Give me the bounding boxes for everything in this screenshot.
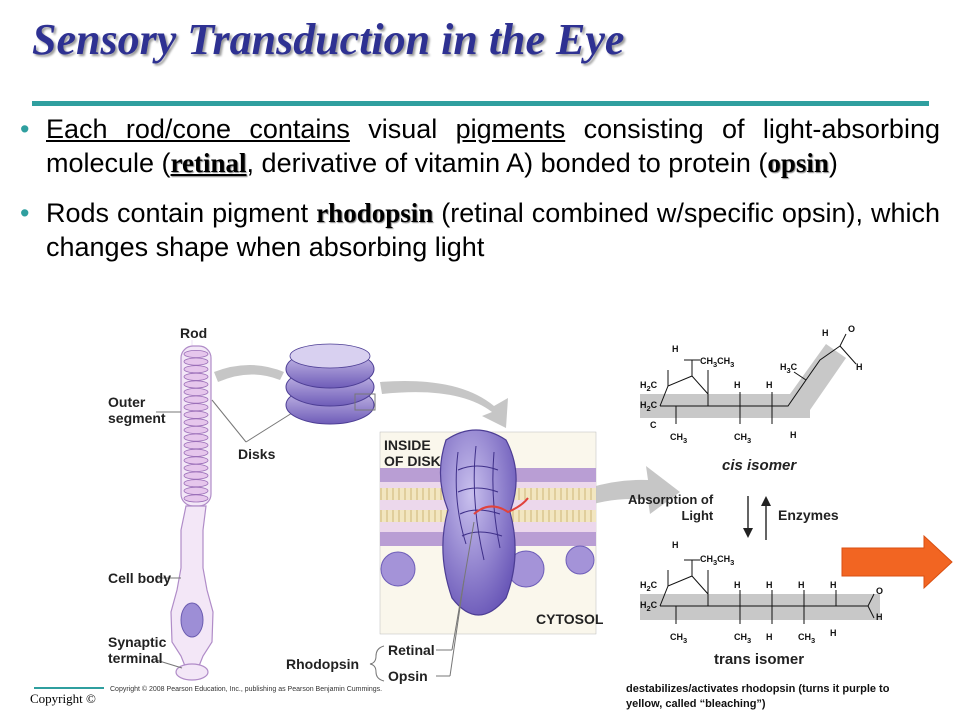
term-retinal: retinal bbox=[170, 148, 247, 178]
rod-disk bbox=[183, 357, 209, 366]
figure-copyright: Copyright © 2008 Pearson Education, Inc.… bbox=[110, 686, 383, 693]
term-rhodopsin: rhodopsin bbox=[316, 198, 434, 228]
rod-disk bbox=[183, 403, 209, 412]
bullet1-rod-cone-text: Each rod/cone contains bbox=[46, 114, 350, 144]
term-opsin: opsin bbox=[767, 148, 829, 178]
rod-disk bbox=[183, 456, 209, 465]
rod-disk bbox=[183, 395, 209, 404]
label-synaptic-terminal: Synaptic terminal bbox=[108, 634, 167, 666]
rod-disk bbox=[183, 479, 209, 488]
rod-disk bbox=[183, 433, 209, 442]
label-rod: Rod bbox=[180, 325, 208, 341]
rod-disk bbox=[183, 349, 209, 358]
rod-disk bbox=[183, 441, 209, 450]
label-cell-body: Cell body bbox=[108, 570, 172, 586]
isomer-conversion-arrows bbox=[743, 496, 771, 540]
title-underline bbox=[32, 101, 929, 106]
trans-isomer-structure bbox=[640, 559, 880, 624]
footer-copyright: Copyright © bbox=[30, 691, 96, 706]
label-disks: Disks bbox=[238, 446, 276, 462]
label-rhodopsin: Rhodopsin bbox=[286, 656, 360, 672]
rhodopsin-brace bbox=[369, 645, 452, 682]
label-inside-of-disk: INSIDE OF DISK bbox=[384, 437, 441, 469]
bullet-list: Each rod/cone contains visual pigments c… bbox=[20, 112, 940, 264]
rod-disk bbox=[183, 387, 209, 396]
membrane-panel bbox=[379, 429, 597, 677]
bullet-rhodopsin: Rods contain pigment rhodopsin (retinal … bbox=[20, 196, 940, 264]
rod-disk bbox=[183, 372, 209, 381]
slide-title: Sensory Transduction in the Eye bbox=[32, 15, 625, 64]
rod-disk bbox=[183, 463, 209, 472]
footer-divider bbox=[34, 687, 104, 689]
rod-disk bbox=[183, 418, 209, 427]
bullet-pigments: Each rod/cone contains visual pigments c… bbox=[20, 112, 940, 180]
cis-isomer-structure bbox=[640, 333, 857, 424]
rod-disk bbox=[183, 486, 209, 495]
rod-cell bbox=[170, 340, 214, 681]
rod-disk bbox=[183, 448, 209, 457]
rod-disk bbox=[183, 410, 209, 419]
label-cytosol: CYTOSOL bbox=[536, 611, 604, 627]
rod-disk bbox=[183, 494, 209, 503]
label-opsin: Opsin bbox=[388, 668, 428, 684]
rod-disk bbox=[183, 425, 209, 434]
rod-disk bbox=[183, 365, 209, 374]
disk-magnified bbox=[285, 343, 376, 425]
rod-disk-stack bbox=[183, 349, 209, 503]
label-enzymes: Enzymes bbox=[778, 507, 839, 523]
label-cis-isomer: cis isomer bbox=[722, 457, 797, 474]
label-outer-segment: Outer segment bbox=[108, 394, 166, 426]
rod-disk bbox=[183, 380, 209, 389]
rod-disk bbox=[183, 471, 209, 480]
label-absorption-of-light: Absorption of Light bbox=[628, 492, 714, 523]
next-arrow[interactable] bbox=[841, 534, 953, 590]
bleaching-caption: destabilizes/activates rhodopsin (turns … bbox=[626, 683, 890, 710]
bullet1-pigments-text: pigments bbox=[455, 114, 566, 144]
label-trans-isomer: trans isomer bbox=[714, 651, 805, 668]
label-retinal: Retinal bbox=[388, 642, 435, 658]
